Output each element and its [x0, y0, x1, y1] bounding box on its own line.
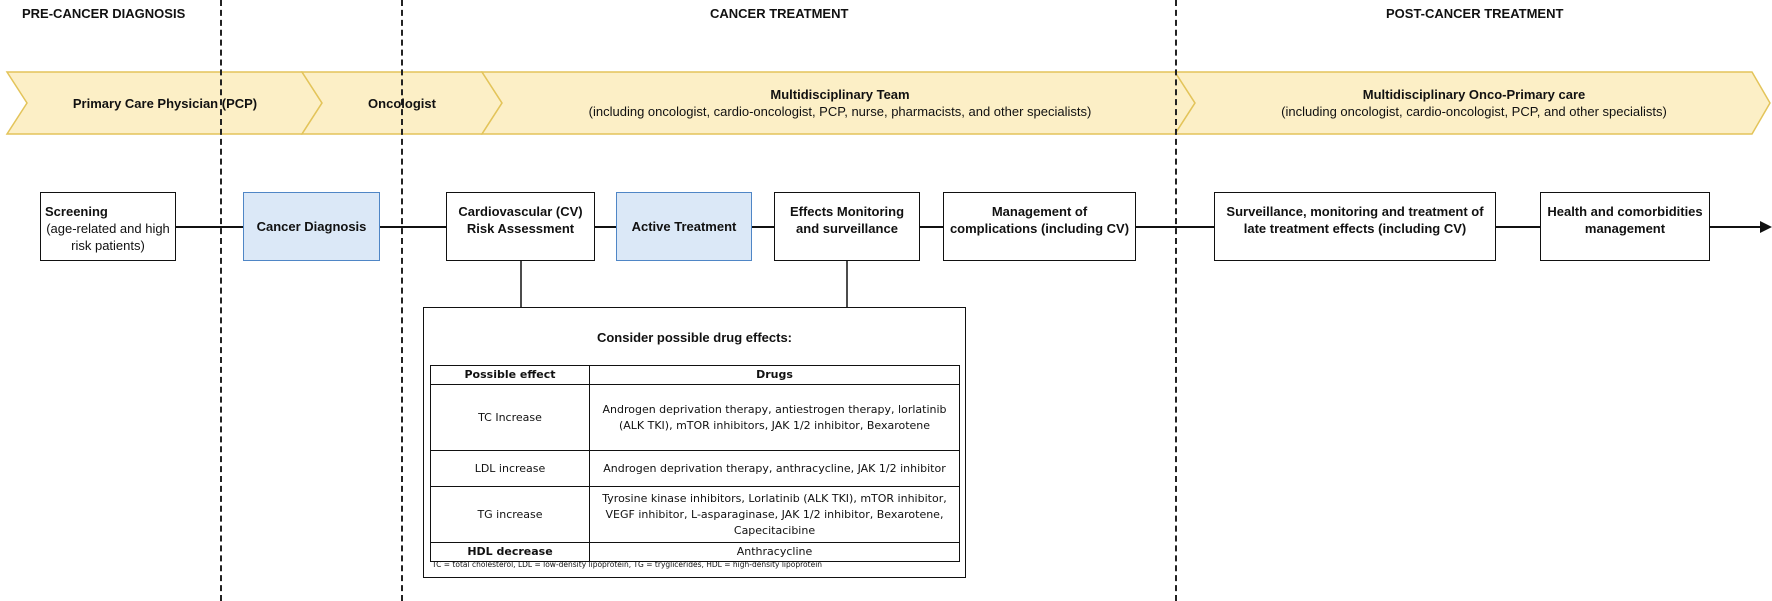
divider-line — [220, 0, 222, 601]
cancer-diagnosis-label: Cancer Diagnosis — [256, 219, 367, 234]
onco-primary-title: Multidisciplinary Onco-Primary care — [1362, 87, 1586, 102]
screening-subtitle: (age-related and high risk patients) — [46, 221, 170, 253]
step-surveillance: Surveillance, monitoring and treatment o… — [1214, 192, 1496, 261]
effects-monitoring-label: Effects Monitoring and surveillance — [789, 204, 905, 236]
table-row: HDL decrease Anthracycline — [430, 542, 960, 562]
step-cancer-diagnosis: Cancer Diagnosis — [243, 192, 380, 261]
drug-effects-panel: Consider possible drug effects: Possible… — [423, 307, 966, 578]
timeline-arrowhead — [1760, 221, 1772, 233]
health-comorbidities-label: Health and comorbidities management — [1547, 204, 1703, 236]
phase-pre-cancer-diagnosis: PRE-CANCER DIAGNOSIS — [22, 6, 186, 21]
effect-cell: LDL increase — [430, 450, 590, 487]
band-label-mdt: Multidisciplinary Team (including oncolo… — [505, 72, 1175, 134]
step-active-treatment: Active Treatment — [616, 192, 752, 261]
table-row: TG increase Tyrosine kinase inhibitors, … — [430, 486, 960, 543]
step-management-complications: Management of complications (including C… — [943, 192, 1136, 261]
drug-effects-table: Possible effect Drugs TC Increase Androg… — [430, 365, 960, 562]
pcp-label: Primary Care Physician (PCP) — [72, 95, 258, 111]
divider-line — [401, 0, 403, 601]
table-row: TC Increase Androgen deprivation therapy… — [430, 384, 960, 451]
table-row: LDL increase Androgen deprivation therap… — [430, 450, 960, 487]
surveillance-label: Surveillance, monitoring and treatment o… — [1226, 204, 1484, 236]
management-complications-label: Management of complications (including C… — [949, 204, 1130, 236]
effect-cell: TC Increase — [430, 384, 590, 451]
step-screening: Screening (age-related and high risk pat… — [40, 192, 176, 261]
onco-primary-subtitle: (including oncologist, cardio-oncologist… — [1281, 104, 1667, 119]
screening-title: Screening — [45, 204, 108, 219]
band-onco-primary-care — [1173, 71, 1771, 135]
drug-panel-title: Consider possible drug effects: — [596, 330, 793, 345]
effect-cell: TG increase — [430, 486, 590, 543]
band-label-pcp: Primary Care Physician (PCP) — [30, 72, 300, 134]
drugs-cell: Anthracycline — [589, 542, 960, 562]
mdt-subtitle: (including oncologist, cardio-oncologist… — [588, 104, 1092, 119]
active-treatment-label: Active Treatment — [631, 219, 737, 234]
drugs-cell: Androgen deprivation therapy, antiestrog… — [589, 384, 960, 451]
step-effects-monitoring: Effects Monitoring and surveillance — [774, 192, 920, 261]
drugs-cell: Androgen deprivation therapy, anthracycl… — [589, 450, 960, 487]
oncologist-label: Oncologist — [368, 95, 436, 111]
header-possible-effect: Possible effect — [430, 365, 590, 385]
divider-line — [1175, 0, 1177, 601]
phase-post-cancer-treatment: POST-CANCER TREATMENT — [1386, 6, 1564, 21]
drugs-cell: Tyrosine kinase inhibitors, Lorlatinib (… — [589, 486, 960, 543]
mdt-title: Multidisciplinary Team — [770, 87, 910, 102]
drug-panel-footnote: TC = total cholesterol, LDL = low-densit… — [432, 560, 823, 569]
cv-risk-label: Cardiovascular (CV) Risk Assessment — [458, 204, 583, 236]
table-header-row: Possible effect Drugs — [430, 365, 960, 385]
step-cv-risk-assessment: Cardiovascular (CV) Risk Assessment — [446, 192, 595, 261]
band-label-onco-primary: Multidisciplinary Onco-Primary care (inc… — [1198, 72, 1750, 134]
phase-cancer-treatment: CANCER TREATMENT — [710, 6, 849, 21]
header-drugs: Drugs — [589, 365, 960, 385]
effect-cell: HDL decrease — [430, 542, 590, 562]
step-health-comorbidities: Health and comorbidities management — [1540, 192, 1710, 261]
band-label-oncologist: Oncologist — [322, 72, 482, 134]
